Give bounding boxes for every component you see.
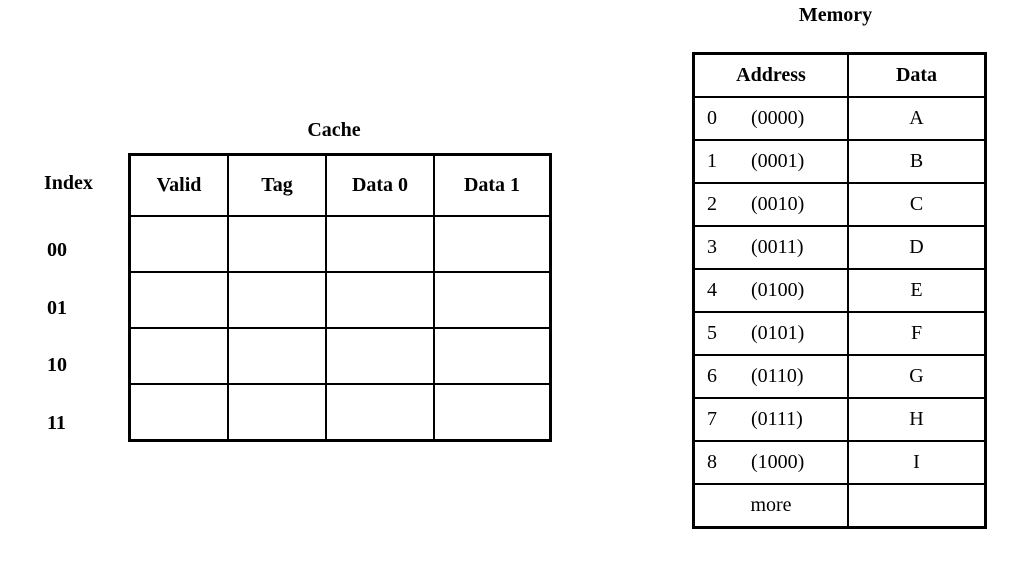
memory-address-cell-7: 7 (0111) xyxy=(692,397,849,442)
memory-table-row: 5 (0101) F xyxy=(692,311,987,356)
cache-cell-tag-11[interactable] xyxy=(227,383,327,442)
memory-address-decimal-4: 4 xyxy=(707,279,717,301)
cache-table-row xyxy=(128,327,552,385)
memory-table-title: Memory xyxy=(798,4,873,26)
cache-cell-valid-00[interactable] xyxy=(128,215,229,273)
memory-address-binary-8: (1000) xyxy=(751,451,805,473)
memory-address-decimal-7: 7 xyxy=(707,408,717,430)
memory-address-binary-6: (0110) xyxy=(751,365,804,387)
memory-address-decimal-6: 6 xyxy=(707,365,717,387)
cache-index-axis-label: Index xyxy=(44,172,93,194)
memory-data-cell-2: C xyxy=(847,182,987,227)
memory-address-cell-more: more xyxy=(692,483,849,529)
memory-address-decimal-0: 0 xyxy=(707,107,717,129)
cache-cell-data0-01[interactable] xyxy=(325,271,435,329)
cache-cell-valid-10[interactable] xyxy=(128,327,229,385)
cache-cell-tag-00[interactable] xyxy=(227,215,327,273)
memory-address-cell-5: 5 (0101) xyxy=(692,311,849,356)
memory-column-header-data: Data xyxy=(847,52,987,98)
memory-address-decimal-1: 1 xyxy=(707,150,717,172)
memory-address-binary-0: (0000) xyxy=(751,107,805,129)
cache-cell-tag-01[interactable] xyxy=(227,271,327,329)
memory-data-cell-0: A xyxy=(847,96,987,141)
cache-cell-data1-00[interactable] xyxy=(433,215,552,273)
cache-index-label-00: 00 xyxy=(47,239,67,261)
cache-table-row xyxy=(128,271,552,329)
memory-table: Address Data 0 (0000) A 1 (0001) B xyxy=(692,52,987,529)
memory-data-cell-6: G xyxy=(847,354,987,399)
cache-table: Valid Tag Data 0 Data 1 xyxy=(128,153,552,442)
cache-cell-tag-10[interactable] xyxy=(227,327,327,385)
cache-cell-data0-11[interactable] xyxy=(325,383,435,442)
memory-column-header-address: Address xyxy=(692,52,849,98)
memory-address-binary-5: (0101) xyxy=(751,322,805,344)
cache-table-row xyxy=(128,215,552,273)
memory-address-decimal-8: 8 xyxy=(707,451,717,473)
memory-address-binary-2: (0010) xyxy=(751,193,805,215)
cache-column-header-tag: Tag xyxy=(227,153,327,217)
memory-more-label: more xyxy=(750,494,792,516)
memory-address-cell-3: 3 (0011) xyxy=(692,225,849,270)
memory-address-binary-4: (0100) xyxy=(751,279,805,301)
cache-column-header-valid: Valid xyxy=(128,153,229,217)
cache-index-label-11: 11 xyxy=(47,412,66,434)
cache-cell-data0-10[interactable] xyxy=(325,327,435,385)
memory-address-cell-2: 2 (0010) xyxy=(692,182,849,227)
memory-table-row: 7 (0111) H xyxy=(692,397,987,442)
memory-address-cell-4: 4 (0100) xyxy=(692,268,849,313)
cache-cell-data1-11[interactable] xyxy=(433,383,552,442)
memory-data-cell-3: D xyxy=(847,225,987,270)
memory-table-row-more: more xyxy=(692,483,987,529)
memory-address-decimal-2: 2 xyxy=(707,193,717,215)
memory-table-row: 8 (1000) I xyxy=(692,440,987,485)
cache-cell-data1-10[interactable] xyxy=(433,327,552,385)
cache-cell-valid-11[interactable] xyxy=(128,383,229,442)
memory-table-row: 6 (0110) G xyxy=(692,354,987,399)
memory-data-cell-5: F xyxy=(847,311,987,356)
memory-address-cell-6: 6 (0110) xyxy=(692,354,849,399)
cache-column-header-data1: Data 1 xyxy=(433,153,552,217)
memory-address-cell-1: 1 (0001) xyxy=(692,139,849,184)
cache-table-row xyxy=(128,383,552,442)
cache-index-label-10: 10 xyxy=(47,354,67,376)
memory-address-binary-1: (0001) xyxy=(751,150,805,172)
memory-data-cell-more xyxy=(847,483,987,529)
memory-data-cell-7: H xyxy=(847,397,987,442)
memory-data-cell-8: I xyxy=(847,440,987,485)
memory-address-binary-3: (0011) xyxy=(751,236,804,258)
cache-table-title: Cache xyxy=(307,119,361,141)
memory-table-row: 4 (0100) E xyxy=(692,268,987,313)
memory-data-cell-1: B xyxy=(847,139,987,184)
memory-table-row: 1 (0001) B xyxy=(692,139,987,184)
memory-address-decimal-3: 3 xyxy=(707,236,717,258)
cache-column-header-data0: Data 0 xyxy=(325,153,435,217)
cache-index-label-01: 01 xyxy=(47,297,67,319)
memory-table-row: 3 (0011) D xyxy=(692,225,987,270)
memory-address-cell-8: 8 (1000) xyxy=(692,440,849,485)
cache-cell-valid-01[interactable] xyxy=(128,271,229,329)
memory-address-binary-7: (0111) xyxy=(751,408,803,430)
memory-table-row: 0 (0000) A xyxy=(692,96,987,141)
memory-table-row: 2 (0010) C xyxy=(692,182,987,227)
memory-data-cell-4: E xyxy=(847,268,987,313)
cache-header-row: Valid Tag Data 0 Data 1 xyxy=(128,153,552,217)
memory-header-row: Address Data xyxy=(692,52,987,98)
memory-address-cell-0: 0 (0000) xyxy=(692,96,849,141)
cache-cell-data0-00[interactable] xyxy=(325,215,435,273)
memory-address-decimal-5: 5 xyxy=(707,322,717,344)
cache-cell-data1-01[interactable] xyxy=(433,271,552,329)
